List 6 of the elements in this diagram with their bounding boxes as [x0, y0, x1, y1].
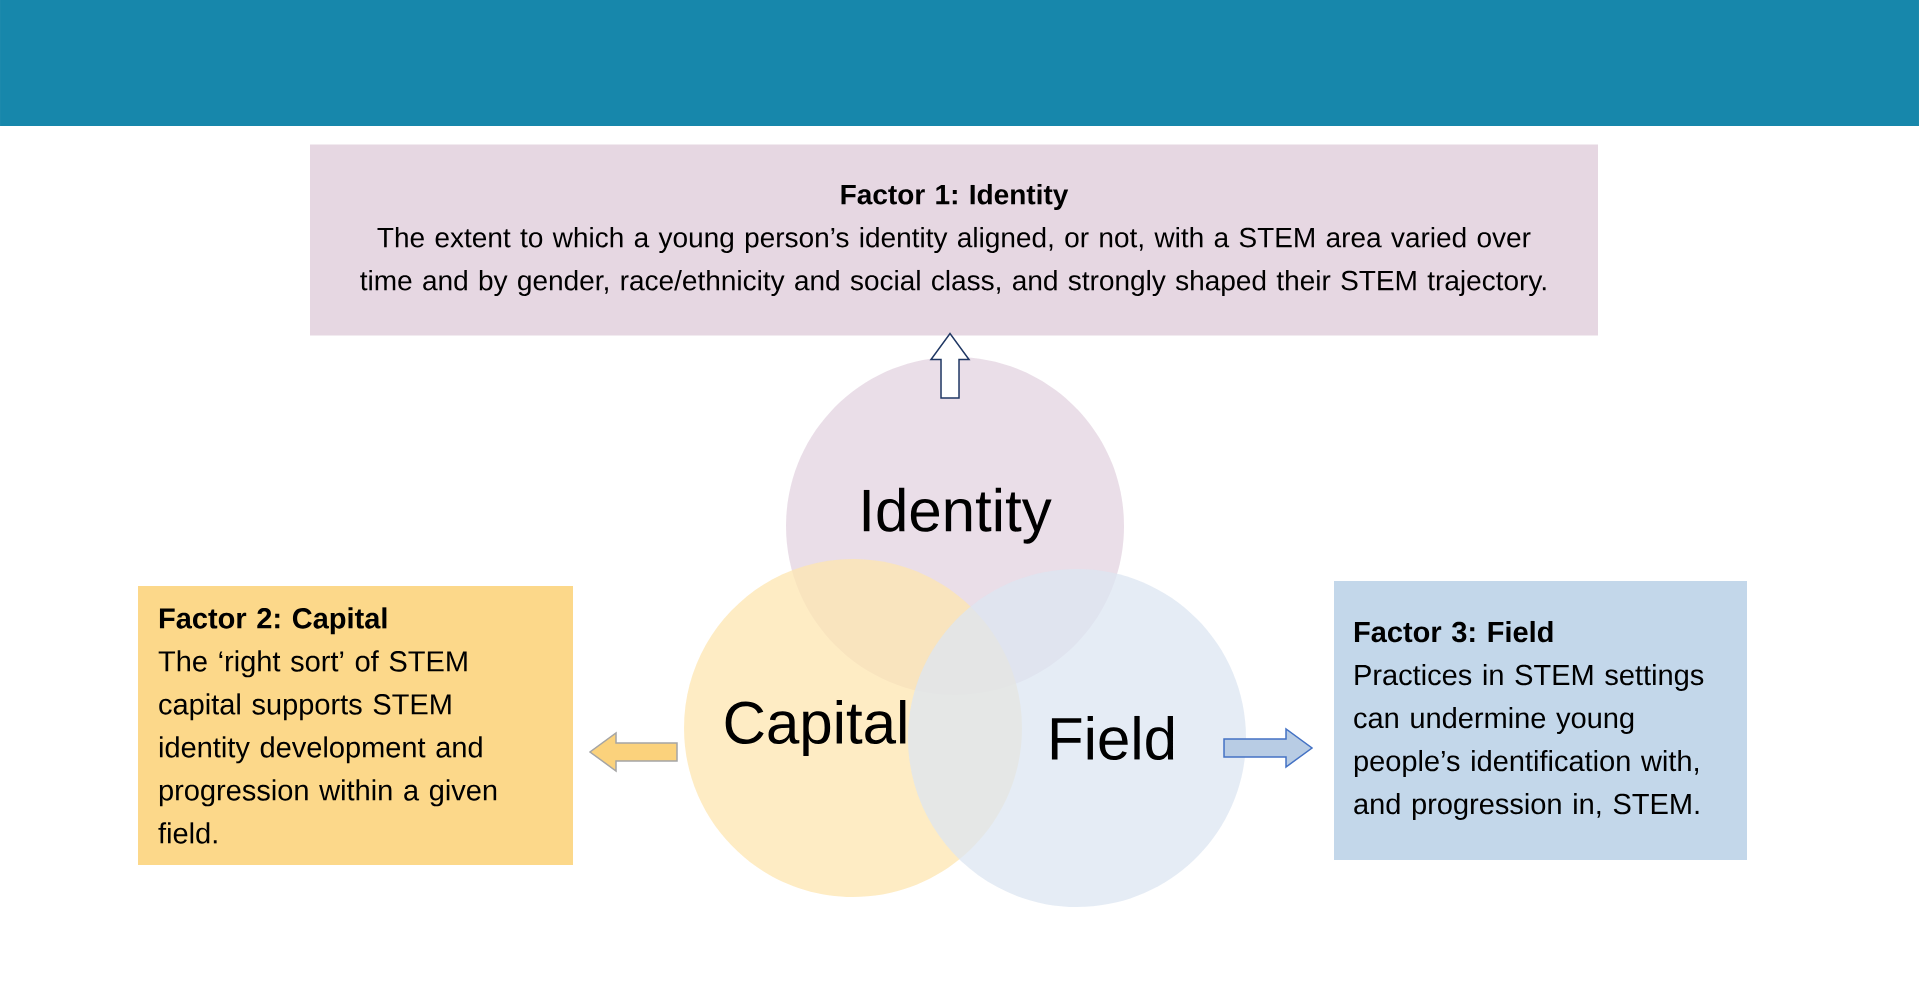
factor-box: Factor 2: Capital The ‘right sort’ of STEM capital supports STEM identity development and progression within a given field.: [138, 586, 573, 865]
factor-box: Factor 3: Field Practices in STEM settings can undermine young people’s identification with, and progression in, STEM.: [1334, 581, 1747, 860]
block-arrow: [929, 332, 971, 399]
block-arrow: [588, 731, 678, 773]
factor-box: Factor 1: Identity The extent to which a young person’s identity aligned, or not, with a STEM area varied over time and by gender, race/ethnicity and social class, and strongly shaped their STEM trajectory.: [310, 144, 1598, 336]
block-arrow: [1223, 727, 1314, 769]
